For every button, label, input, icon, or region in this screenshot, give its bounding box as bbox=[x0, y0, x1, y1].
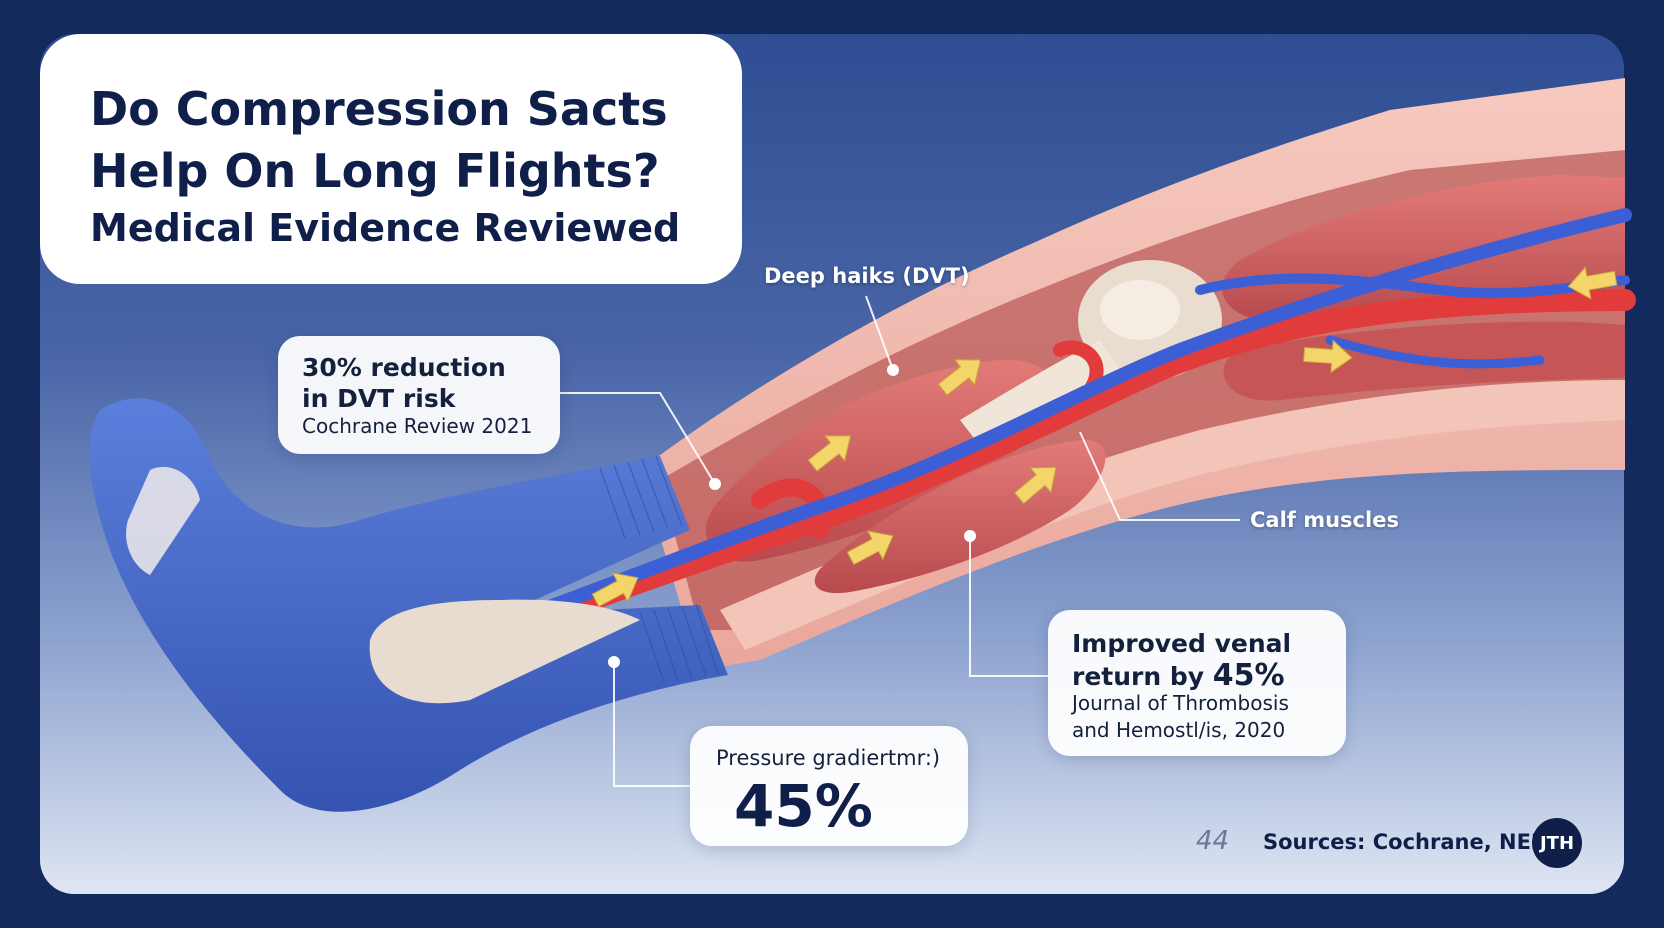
title-line-2: Help On Long Flights? bbox=[90, 144, 660, 198]
label-deep-veins: Deep haiks (DVT) bbox=[764, 264, 970, 288]
callout-dvt-reduction: 30% reduction in DVT risk Cochrane Revie… bbox=[278, 336, 560, 454]
footer-glyph: 44 bbox=[1196, 826, 1230, 856]
marker-dots bbox=[608, 364, 976, 668]
callout-venal-line2-prefix: return by bbox=[1072, 662, 1213, 691]
thigh-muscle bbox=[1222, 175, 1625, 322]
sock-ribbing bbox=[599, 455, 719, 683]
title-line-1: Do Compression Sacts bbox=[90, 82, 668, 136]
title-card: Do Compression Sacts Help On Long Flight… bbox=[40, 34, 742, 284]
flow-arrows bbox=[591, 266, 1618, 608]
callout-dvt-line2: in DVT risk bbox=[302, 384, 456, 413]
sock-toe-band bbox=[126, 466, 200, 575]
marker-dot-icon bbox=[709, 478, 721, 490]
callout-venal-value: 45% bbox=[1212, 658, 1285, 693]
callout-pressure-value: 45% bbox=[734, 772, 873, 840]
compression-sock bbox=[89, 398, 728, 812]
callout-pressure-label: Pressure gradiertmr:) bbox=[716, 746, 941, 770]
label-calf-muscles: Calf muscles bbox=[1250, 508, 1399, 532]
callout-pressure-gradient: Pressure gradiertmr:) 45% bbox=[690, 726, 968, 846]
callout-venal-line1: Improved venal bbox=[1072, 629, 1292, 658]
marker-dot-icon bbox=[887, 364, 899, 376]
jth-badge: JTH bbox=[1532, 818, 1582, 868]
flow-arrow-icon bbox=[1567, 266, 1618, 300]
flow-arrow-icon bbox=[807, 435, 852, 472]
callout-venal-return: Improved venal return by 45% Journal of … bbox=[1048, 610, 1346, 756]
callout-dvt-heading: 30% reduction in DVT risk bbox=[302, 352, 506, 414]
sock-opening bbox=[369, 599, 640, 704]
flow-arrow-icon bbox=[591, 572, 639, 608]
leg-skin-band bbox=[720, 380, 1625, 650]
flow-arrow-icon bbox=[937, 359, 982, 396]
leader-lines bbox=[560, 295, 1240, 787]
flow-arrow-icon bbox=[1303, 339, 1353, 374]
callout-venal-heading: Improved venal return by 45% bbox=[1072, 628, 1291, 693]
callout-venal-source-line2: and Hemostl/is, 2020 bbox=[1072, 718, 1286, 742]
flow-arrow-icon bbox=[1013, 466, 1057, 505]
subtitle: Medical Evidence Reviewed bbox=[90, 206, 681, 250]
callout-dvt-line1: 30% reduction bbox=[302, 353, 506, 382]
marker-dot-icon bbox=[964, 530, 976, 542]
flow-arrow-icon bbox=[846, 530, 894, 566]
sources-text: Sources: Cochrane, NEM, bbox=[1263, 830, 1560, 854]
marker-dot-icon bbox=[608, 656, 620, 668]
callout-venal-source: Journal of Thrombosis and Hemostl/is, 20… bbox=[1072, 690, 1289, 744]
shin-bone bbox=[960, 340, 1120, 446]
callout-dvt-source: Cochrane Review 2021 bbox=[302, 414, 533, 438]
callout-venal-source-line1: Journal of Thrombosis bbox=[1072, 691, 1289, 715]
